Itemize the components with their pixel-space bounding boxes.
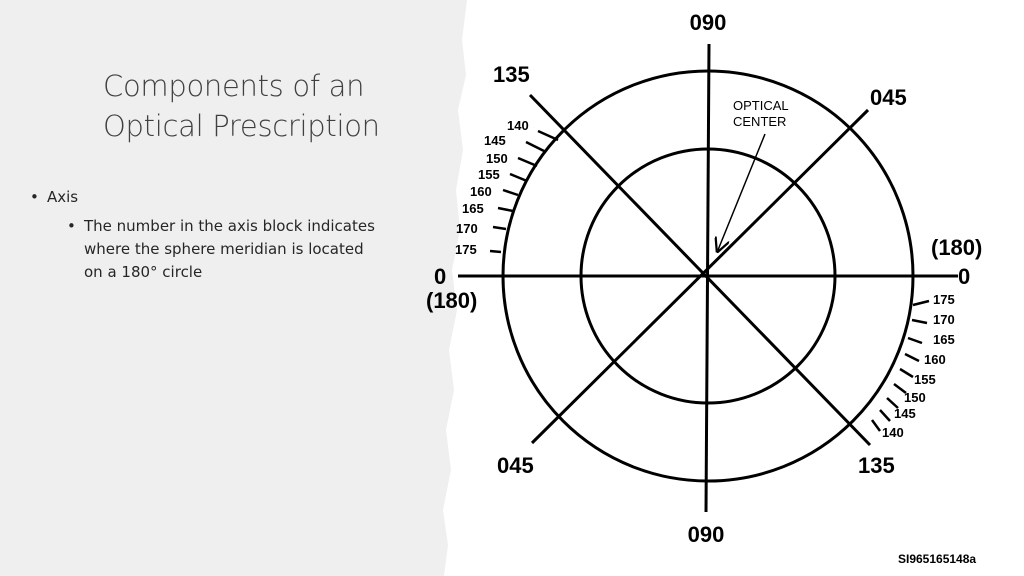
sub-bullet-axis-description: The number in the axis block indicates w… xyxy=(67,215,384,284)
scale-tick xyxy=(492,225,507,231)
left-scale-label-145: 145 xyxy=(484,133,506,148)
label-090-top: 090 xyxy=(690,10,727,35)
left-scale-label-150: 150 xyxy=(486,151,508,166)
scale-tick xyxy=(489,249,502,254)
scale-tick xyxy=(907,336,923,345)
diagonal-meridian-135 xyxy=(528,93,872,447)
right-scale-label-155: 155 xyxy=(914,372,936,387)
right-scale-label-170: 170 xyxy=(933,312,955,327)
label-0-left: 0 xyxy=(434,264,446,289)
left-scale-label-140: 140 xyxy=(507,118,529,133)
scale-tick xyxy=(537,129,559,142)
title-line-2: Optical Prescription xyxy=(103,109,380,143)
scale-tick xyxy=(879,409,891,422)
scale-tick xyxy=(911,318,928,325)
label-045-lower-left: 045 xyxy=(497,453,534,478)
title-line-1: Components of an xyxy=(103,69,365,103)
scale-tick xyxy=(870,419,882,432)
label-180-right: (180) xyxy=(931,235,982,260)
left-scale-label-170: 170 xyxy=(456,221,478,236)
right-scale-label-140: 140 xyxy=(882,425,904,440)
left-scale-label-175: 175 xyxy=(455,242,477,257)
label-135-lower-right: 135 xyxy=(858,453,895,478)
scale-tick xyxy=(899,367,914,379)
scale-tick xyxy=(886,397,899,409)
left-scale-label-155: 155 xyxy=(478,167,500,182)
scale-tick xyxy=(509,172,528,183)
bullet-list: Axis The number in the axis block indica… xyxy=(30,186,420,284)
right-scale-label-145: 145 xyxy=(894,406,916,421)
scale-tick xyxy=(525,140,547,154)
scale-tick xyxy=(912,299,930,307)
right-scale-label-150: 150 xyxy=(904,390,926,405)
scale-tick xyxy=(497,206,514,213)
scale-tick xyxy=(904,352,920,363)
label-045-upper-right: 045 xyxy=(870,85,907,110)
label-0-right: 0 xyxy=(958,264,970,289)
optical-center-line-1: OPTICAL xyxy=(733,98,789,113)
label-090-bottom: 090 xyxy=(688,522,725,547)
scale-tick xyxy=(517,156,538,168)
bullet-axis: Axis xyxy=(30,186,420,209)
left-scale-label-160: 160 xyxy=(470,184,492,199)
right-scale-label-160: 160 xyxy=(924,352,946,367)
left-scale-label-165: 165 xyxy=(462,201,484,216)
optical-center-line-2: CENTER xyxy=(733,114,786,129)
scale-tick xyxy=(502,188,519,197)
label-135-upper-left: 135 xyxy=(493,62,530,87)
right-scale-label-165: 165 xyxy=(933,332,955,347)
label-180-left: (180) xyxy=(426,288,477,313)
optical-center-arrow xyxy=(718,133,766,250)
right-scale-label-175: 175 xyxy=(933,292,955,307)
scale-tick xyxy=(893,383,907,394)
reference-code: SI965165148a xyxy=(898,552,977,566)
page-title: Components of an Optical Prescription xyxy=(103,66,433,146)
diagonal-meridian-045 xyxy=(530,108,870,445)
scale-ticks xyxy=(489,129,930,432)
